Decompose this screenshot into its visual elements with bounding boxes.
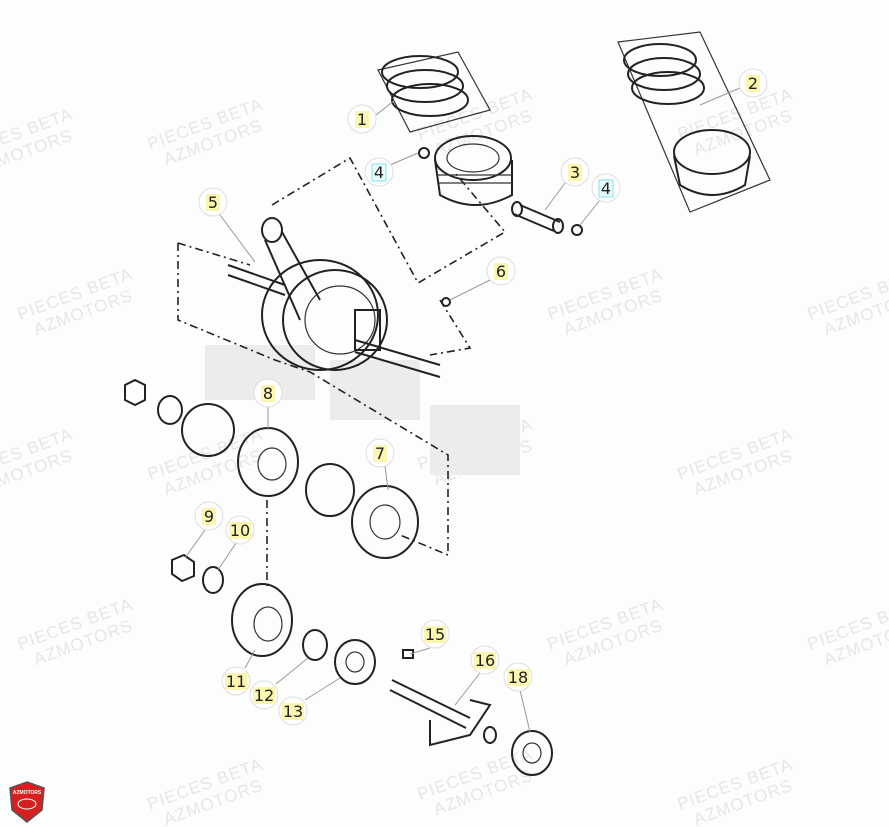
bearing-7 (351, 485, 419, 559)
azmotors-logo: AZMOTORS (9, 781, 45, 823)
callout-number: 8 (263, 384, 273, 403)
callout-number: 16 (475, 651, 495, 670)
primary-gear (231, 583, 293, 657)
callout-number: 7 (375, 444, 385, 463)
callout-8: 8 (253, 378, 283, 408)
crankshaft (227, 217, 451, 378)
callout-number: 6 (496, 262, 506, 281)
callout-1: 1 (347, 104, 377, 134)
nut-washer (171, 553, 224, 594)
callout-7: 7 (365, 438, 395, 468)
piston (434, 135, 513, 206)
callout-number: 10 (230, 521, 250, 540)
piston-kit (617, 31, 771, 213)
callout-6: 6 (486, 256, 516, 286)
key (402, 649, 414, 659)
callout-number: 1 (357, 110, 367, 129)
callout-2: 2 (738, 68, 768, 98)
callout-4: 4 (364, 157, 394, 187)
leader-lines (184, 87, 741, 733)
circlip (418, 147, 583, 236)
callout-number: 18 (508, 668, 528, 687)
callout-3: 3 (560, 157, 590, 187)
callout-9: 9 (194, 501, 224, 531)
spacer-bush (302, 629, 328, 661)
bearing-13 (334, 639, 376, 685)
callout-number: 2 (748, 74, 758, 93)
callout-12: 12 (249, 680, 279, 710)
callout-number: 4 (601, 179, 611, 198)
callout-number: 12 (254, 686, 274, 705)
callout-11: 11 (221, 666, 251, 696)
svg-text:AZMOTORS: AZMOTORS (13, 790, 42, 796)
callout-13: 13 (278, 696, 308, 726)
callout-number: 15 (425, 625, 445, 644)
callout-4: 4 (591, 173, 621, 203)
nut-washer-gear (124, 378, 355, 517)
callout-15: 15 (420, 619, 450, 649)
callout-16: 16 (470, 645, 500, 675)
bearing-18 (511, 730, 553, 776)
callout-number: 5 (208, 193, 218, 212)
callout-10: 10 (225, 515, 255, 545)
balancer-shaft (389, 679, 497, 747)
callout-number: 9 (204, 507, 214, 526)
callout-18: 18 (503, 662, 533, 692)
callout-number: 3 (570, 163, 580, 182)
piston-pin (511, 201, 564, 234)
callout-5: 5 (198, 187, 228, 217)
assembly-lines (177, 156, 507, 590)
piston-ring-set (377, 51, 491, 133)
callout-number: 13 (283, 702, 303, 721)
callout-number: 11 (226, 672, 246, 691)
callout-number: 4 (374, 163, 384, 182)
